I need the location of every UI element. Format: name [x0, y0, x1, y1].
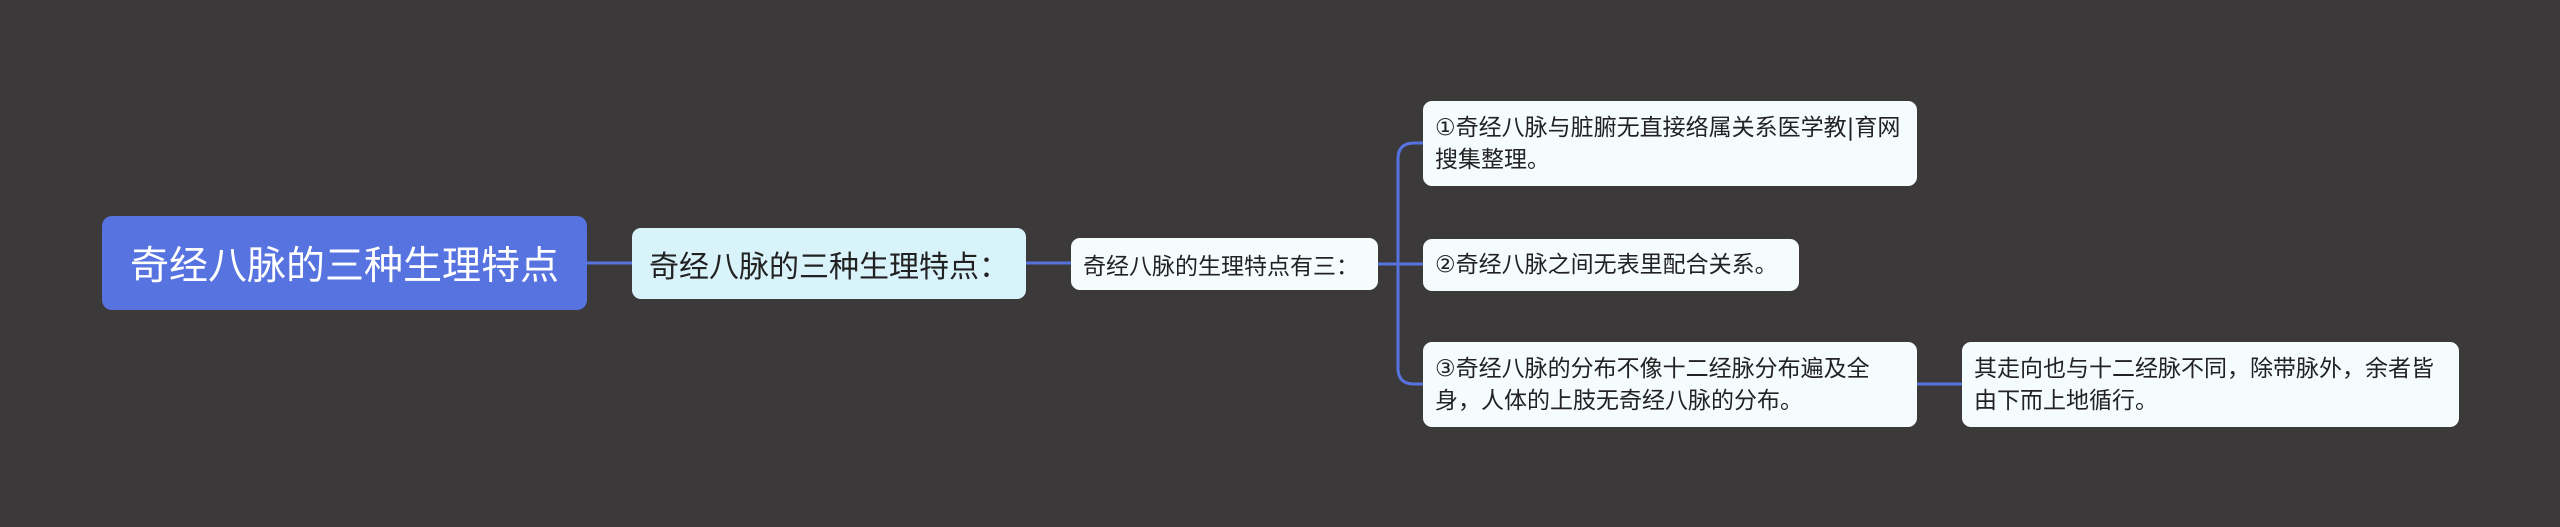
subtopic-three-characteristics-label: 奇经八脉的生理特点有三： [1083, 254, 1359, 280]
connector-level2-to-point-1 [1376, 141, 1425, 266]
point-3-detail-node[interactable]: 其走向也与十二经脉不同，除带脉外，余者皆由下而上地循行。 [1962, 342, 2459, 427]
subtopic-three-characteristics[interactable]: 奇经八脉的生理特点有三： [1071, 238, 1378, 290]
point-3-detail-label: 其走向也与十二经脉不同，除带脉外，余者皆由下而上地循行。 [1974, 355, 2434, 414]
point-2-node[interactable]: ②奇经八脉之间无表里配合关系。 [1423, 239, 1799, 291]
subtopic-characteristics-label: 奇经八脉的三种生理特点： [649, 249, 1009, 285]
root-topic-label: 奇经八脉的三种生理特点 [129, 244, 559, 289]
root-topic[interactable]: 奇经八脉的三种生理特点 [102, 216, 587, 310]
point-3-label: ③奇经八脉的分布不像十二经脉分布遍及全身，人体的上肢无奇经八脉的分布。 [1435, 355, 1870, 414]
point-3-node[interactable]: ③奇经八脉的分布不像十二经脉分布遍及全身，人体的上肢无奇经八脉的分布。 [1423, 342, 1917, 427]
point-1-label: ①奇经八脉与脏腑无直接络属关系医学教|育网搜集整理。 [1435, 114, 1901, 173]
connector-level2-to-point-3 [1376, 262, 1425, 386]
point-1-node[interactable]: ①奇经八脉与脏腑无直接络属关系医学教|育网搜集整理。 [1423, 101, 1917, 186]
point-2-label: ②奇经八脉之间无表里配合关系。 [1435, 252, 1778, 278]
subtopic-characteristics[interactable]: 奇经八脉的三种生理特点： [632, 228, 1026, 299]
